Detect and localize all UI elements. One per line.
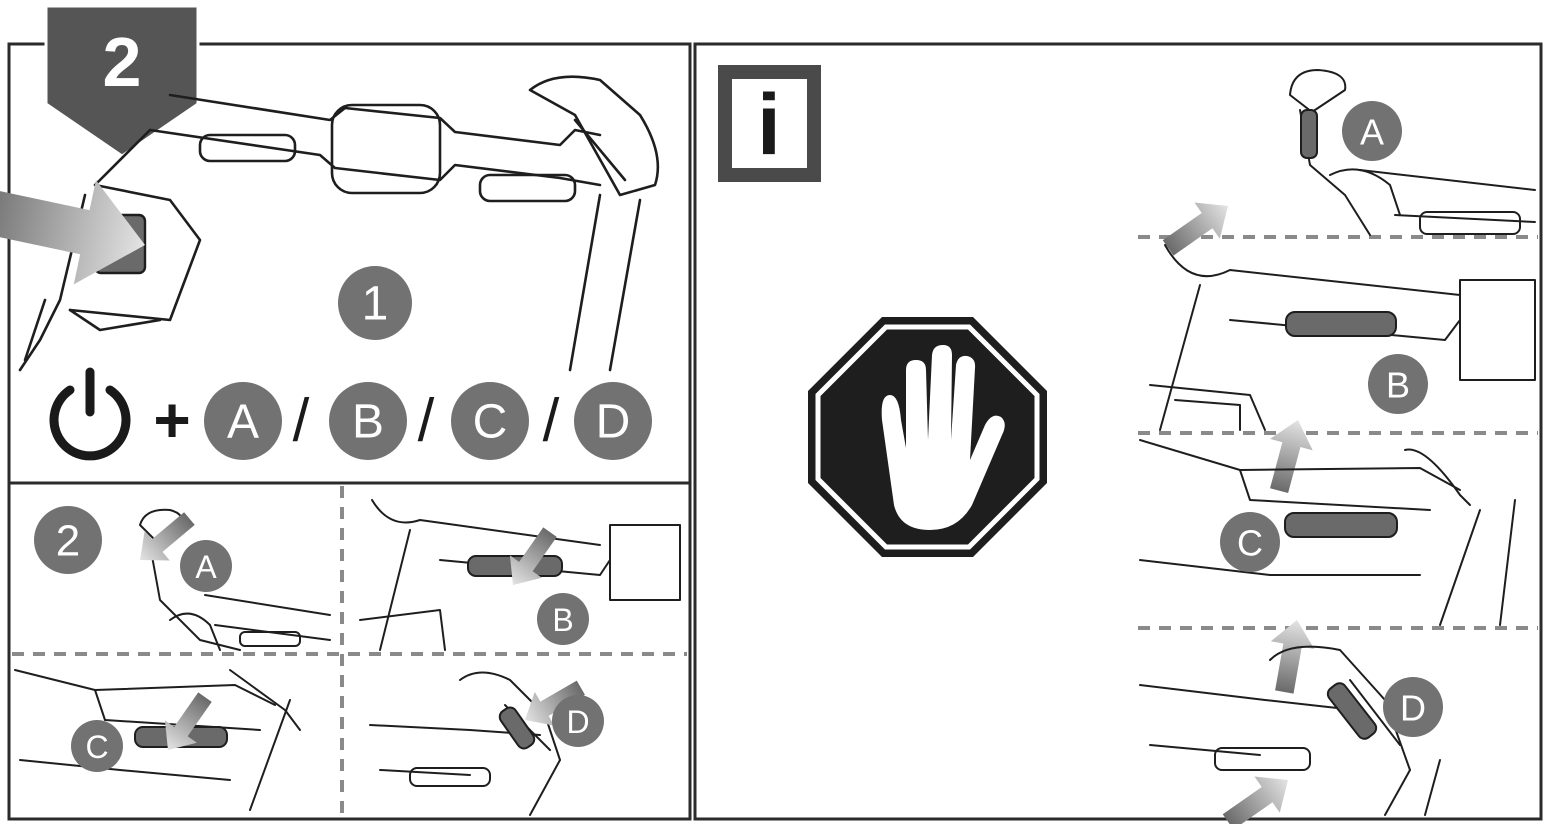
- separator-2: /: [418, 387, 435, 454]
- svg-text:A: A: [227, 396, 259, 449]
- right-c-marker: C: [1220, 512, 1280, 572]
- svg-text:C: C: [85, 729, 108, 765]
- svg-text:C: C: [1237, 523, 1263, 564]
- right-a-marker: A: [1342, 101, 1402, 161]
- svg-text:1: 1: [362, 278, 389, 331]
- svg-text:D: D: [566, 704, 589, 740]
- separator-3: /: [543, 387, 560, 454]
- right-b-marker: B: [1368, 354, 1428, 414]
- svg-text:C: C: [473, 396, 508, 449]
- right-a-illustration: [1290, 70, 1535, 235]
- svg-text:B: B: [552, 602, 573, 638]
- quadrant-c-illustration: [15, 670, 300, 810]
- separator-1: /: [293, 387, 310, 454]
- button-c-marker: C: [451, 382, 529, 460]
- button-a-marker: A: [204, 382, 282, 460]
- substep-marker: 2: [34, 506, 102, 574]
- svg-text:B: B: [1386, 365, 1410, 406]
- stop-hand-icon: [808, 317, 1047, 557]
- svg-text:2: 2: [56, 517, 80, 566]
- press-marker: 1: [338, 266, 412, 340]
- info-icon: i: [718, 65, 821, 182]
- svg-text:D: D: [596, 396, 631, 449]
- right-d-arrow: [1215, 762, 1300, 824]
- quadrant-d-illustration: [370, 673, 560, 816]
- right-b-arrow: [1258, 414, 1320, 496]
- svg-text:D: D: [1400, 688, 1426, 729]
- quadrant-b-marker: B: [537, 593, 589, 645]
- svg-text:i: i: [757, 77, 781, 173]
- button-b-marker: B: [329, 382, 407, 460]
- svg-text:A: A: [1360, 112, 1384, 153]
- step-number: 2: [103, 23, 142, 101]
- right-c-illustration: [1140, 440, 1515, 625]
- right-a-arrow: [1155, 188, 1240, 266]
- quadrant-d-marker: D: [552, 695, 604, 747]
- right-d-marker: D: [1383, 677, 1443, 737]
- power-icon: [54, 372, 126, 456]
- svg-text:A: A: [195, 549, 217, 585]
- svg-text:B: B: [352, 396, 384, 449]
- plus-sign: +: [153, 384, 190, 456]
- quadrant-a-marker: A: [180, 540, 232, 592]
- right-b-illustration: [1150, 245, 1535, 430]
- button-d-marker: D: [574, 382, 652, 460]
- quadrant-c-marker: C: [71, 720, 123, 772]
